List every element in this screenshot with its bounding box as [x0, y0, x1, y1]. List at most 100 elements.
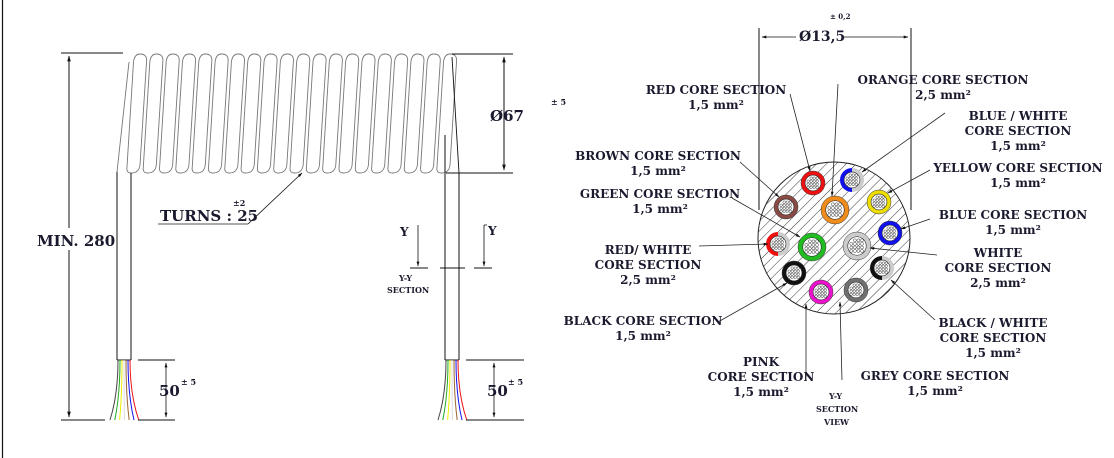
core-strand — [854, 182, 858, 186]
core-strand — [774, 243, 778, 247]
core-strand — [852, 292, 856, 296]
section-diameter-tolerance: ± 0,2 — [830, 12, 851, 21]
core-strand — [788, 209, 792, 213]
core-orange — [820, 195, 850, 225]
core-strand — [814, 291, 818, 295]
coil-turn — [436, 53, 458, 174]
core-strand — [785, 209, 789, 213]
label-line: 1,5 mm² — [990, 176, 1046, 190]
core-strand — [834, 209, 839, 214]
core-strand — [793, 275, 797, 279]
core-strand — [892, 226, 896, 230]
coil-turn — [273, 53, 294, 174]
core-strand — [852, 289, 856, 293]
core-strand — [884, 267, 888, 271]
leader-red-white — [698, 242, 769, 247]
core-strand — [881, 270, 885, 274]
core-black-white — [870, 256, 894, 280]
core-strand — [811, 239, 816, 244]
core-strand — [811, 250, 816, 254]
core-strand — [889, 229, 893, 233]
core-strand — [809, 176, 813, 180]
core-black — [781, 260, 807, 286]
core-red-white — [766, 232, 790, 256]
tail-label-left: 50 — [159, 382, 180, 400]
core-leaders — [698, 83, 946, 381]
core-strand — [856, 242, 861, 246]
tail-tolerance-left: ± 5 — [181, 377, 196, 387]
turns-tolerance: ±2 — [233, 198, 245, 208]
core-strand — [779, 206, 783, 210]
coil-turn — [322, 53, 343, 174]
core-strand — [823, 288, 827, 292]
coil-turn — [240, 53, 262, 174]
core-strand — [858, 289, 862, 293]
core-strand — [860, 242, 864, 246]
label-line: BLUE / WHITE — [969, 109, 1068, 123]
core-strand — [780, 237, 784, 241]
core-blue-white — [840, 168, 864, 192]
core-strand — [875, 267, 879, 271]
core-strand — [856, 249, 861, 253]
core-strand — [823, 294, 827, 298]
section-view-caption: Y-Y SECTION VIEW — [816, 391, 858, 427]
core-green — [797, 232, 827, 262]
core-strand — [817, 285, 821, 289]
core-strand — [774, 237, 778, 241]
core-strand — [889, 235, 893, 239]
core-strand — [855, 286, 859, 290]
core-strand — [790, 269, 794, 273]
coil-turn — [159, 53, 180, 174]
core-strand — [886, 232, 890, 236]
length-label: MIN. 280 — [37, 232, 115, 250]
wire-tail — [109, 359, 119, 421]
core-strand — [785, 200, 789, 204]
coil-turn — [354, 53, 376, 174]
core-strand — [858, 292, 862, 296]
coil-turn — [207, 53, 229, 174]
core-strand — [851, 176, 855, 180]
core-strand — [872, 198, 876, 202]
wire-tail — [442, 359, 449, 421]
leader-black — [717, 282, 788, 323]
leader-yellow — [887, 169, 931, 194]
section-view-caption-3: VIEW — [823, 417, 850, 427]
label-line: 1,5 mm² — [615, 329, 671, 343]
core-strand — [804, 243, 809, 247]
core-strand — [853, 249, 857, 253]
core-strand — [808, 239, 812, 244]
core-strand — [875, 204, 879, 208]
core-strand — [793, 266, 797, 270]
length-dimension: MIN. 280 — [34, 52, 123, 421]
core-strand — [881, 195, 885, 199]
core-strand — [815, 246, 819, 251]
section-marker: Y Y Y-Y SECTION — [387, 224, 497, 295]
section-caption-2: SECTION — [387, 285, 429, 295]
leader-brown — [739, 161, 780, 198]
core-strand — [790, 272, 794, 276]
label-line: WHITE — [973, 246, 1023, 260]
section-view-caption-2: SECTION — [816, 404, 858, 414]
label-line: CORE SECTION — [945, 261, 1052, 275]
core-strand — [777, 237, 781, 241]
core-strand — [878, 270, 882, 274]
core-strand — [851, 173, 855, 177]
core-strand — [892, 235, 896, 239]
core-strand — [856, 245, 861, 250]
core-strand — [860, 238, 864, 243]
core-strand — [849, 245, 854, 250]
core-strand — [845, 176, 849, 180]
core-strand — [855, 289, 859, 293]
core-strand — [848, 179, 852, 183]
core-strand — [788, 200, 792, 204]
core-strand — [779, 203, 783, 207]
core-strand — [815, 182, 819, 186]
coil-turn — [126, 53, 148, 174]
label-line: 1,5 mm² — [630, 164, 686, 178]
coil-view — [109, 53, 468, 421]
core-strand — [812, 182, 816, 186]
core-strand — [838, 213, 842, 217]
core-strand — [782, 200, 786, 204]
tail-tolerance-right: ± 5 — [508, 377, 523, 387]
